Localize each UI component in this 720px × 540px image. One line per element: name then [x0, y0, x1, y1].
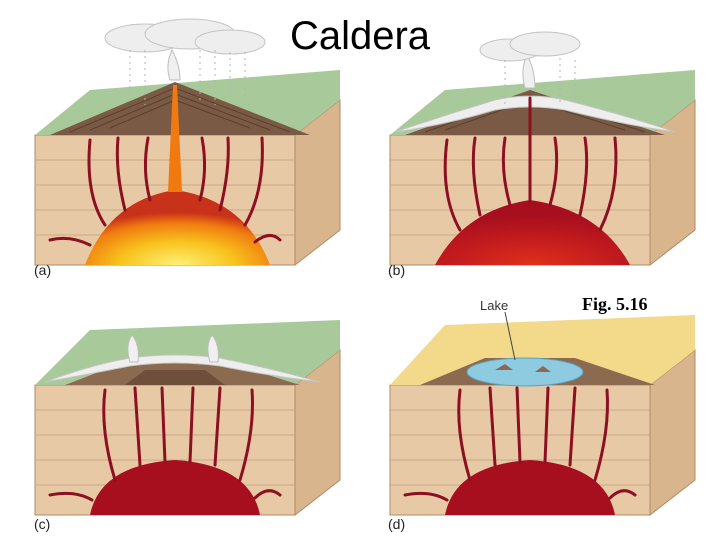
lake-leader-line: [504, 311, 516, 361]
panel-d-diagram: [389, 311, 696, 517]
volcano-cone: [50, 82, 310, 135]
crust-layers: [35, 159, 295, 236]
lake-label: Lake: [480, 298, 509, 313]
caldera-lake: [466, 357, 584, 387]
page-title: Caldera: [289, 14, 431, 58]
eruption-column: [167, 48, 181, 81]
figure-reference: Fig. 5.16: [582, 294, 648, 314]
panel-b-diagram: [389, 31, 696, 267]
panel-b-label: (b): [388, 262, 406, 278]
ash-cloud: [104, 18, 266, 55]
steam-vents: [127, 334, 219, 363]
ash-fall: [129, 50, 246, 105]
panel-c-label: (c): [34, 516, 51, 532]
panel-a-diagram: [34, 18, 341, 267]
panel-d-label: (d): [388, 516, 406, 532]
magma-chamber: [85, 190, 270, 265]
magma-conduit: [168, 85, 182, 192]
panel-a-label: (a): [34, 262, 52, 278]
dikes: [48, 136, 282, 247]
ash-deposit: [394, 95, 676, 133]
panel-c-diagram: [34, 320, 341, 517]
